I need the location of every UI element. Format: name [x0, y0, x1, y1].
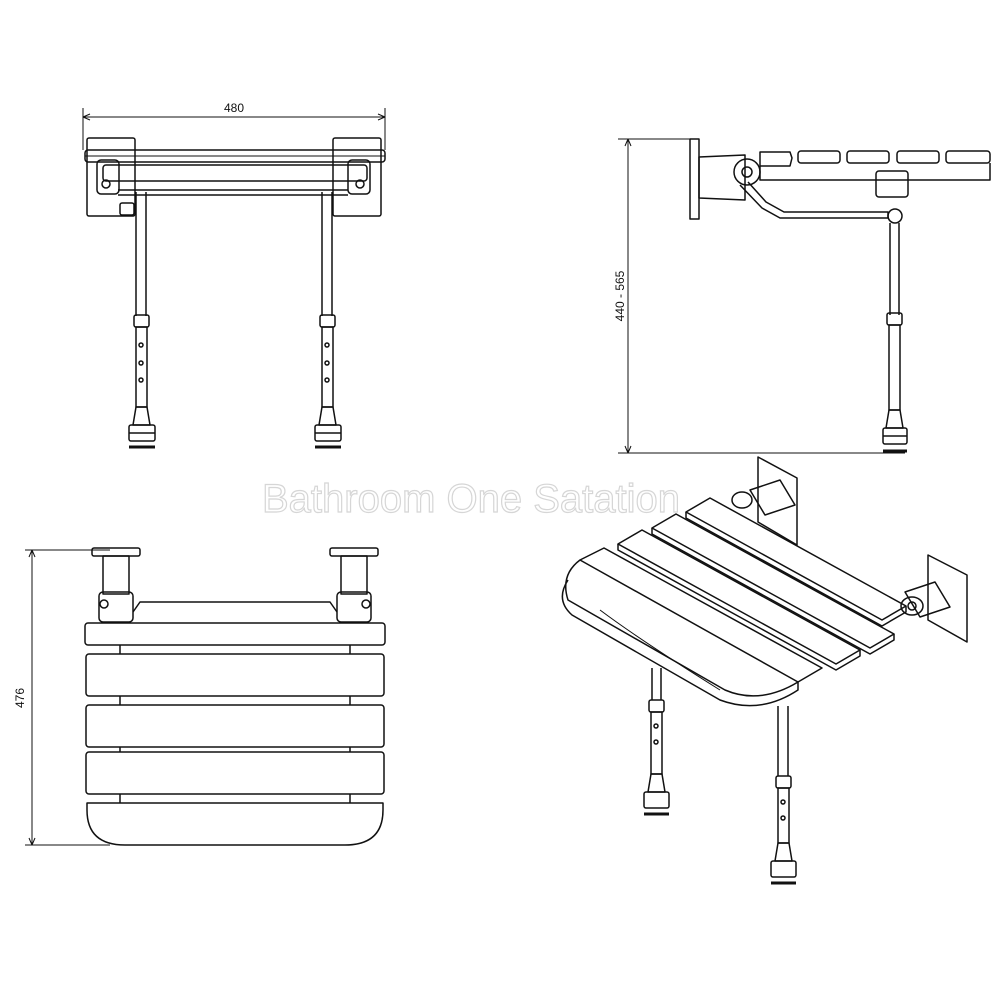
side-wall-plate [689, 138, 700, 220]
plan-slat-3 [85, 704, 385, 748]
side-support-arm [739, 181, 889, 219]
iso-front-leg [643, 668, 670, 816]
watermark-text: Bathroom One Satation [262, 477, 680, 521]
plan-right-hinge [336, 591, 372, 623]
iso-slat-3 [617, 529, 861, 665]
plan-slat-2 [85, 653, 385, 697]
iso-back-wall-plate [757, 456, 798, 546]
plan-slat-1 [84, 622, 386, 646]
depth-dimension-label: 476 [13, 688, 27, 708]
depth-dimension-line [25, 549, 110, 846]
iso-slat-back [685, 497, 907, 621]
isometric-view [561, 456, 968, 885]
right-hinge [347, 159, 371, 195]
iso-slat-2 [651, 513, 895, 649]
right-wall-bracket [332, 137, 382, 217]
front-view [82, 108, 386, 449]
iso-right-wall-plate [927, 554, 968, 643]
iso-rounded-front-slat [561, 559, 799, 707]
plan-left-hinge [98, 591, 134, 623]
side-leg [882, 223, 908, 453]
plan-view [25, 547, 386, 846]
plan-slat-4 [85, 751, 385, 795]
front-right-leg [314, 192, 342, 449]
iso-back-leg [770, 706, 797, 885]
width-dimension-line [82, 108, 386, 150]
left-wall-bracket [86, 137, 136, 217]
iso-slat-front [579, 547, 823, 683]
front-left-leg [128, 192, 156, 449]
left-hinge [96, 159, 120, 195]
width-dimension-label: 480 [224, 101, 244, 115]
side-view [618, 138, 991, 454]
seat-frame [102, 164, 368, 182]
side-seat-slats [759, 150, 991, 181]
height-dimension-label: 440 - 565 [613, 270, 627, 321]
plan-front-slat [86, 802, 384, 846]
height-dimension-line [618, 138, 905, 454]
